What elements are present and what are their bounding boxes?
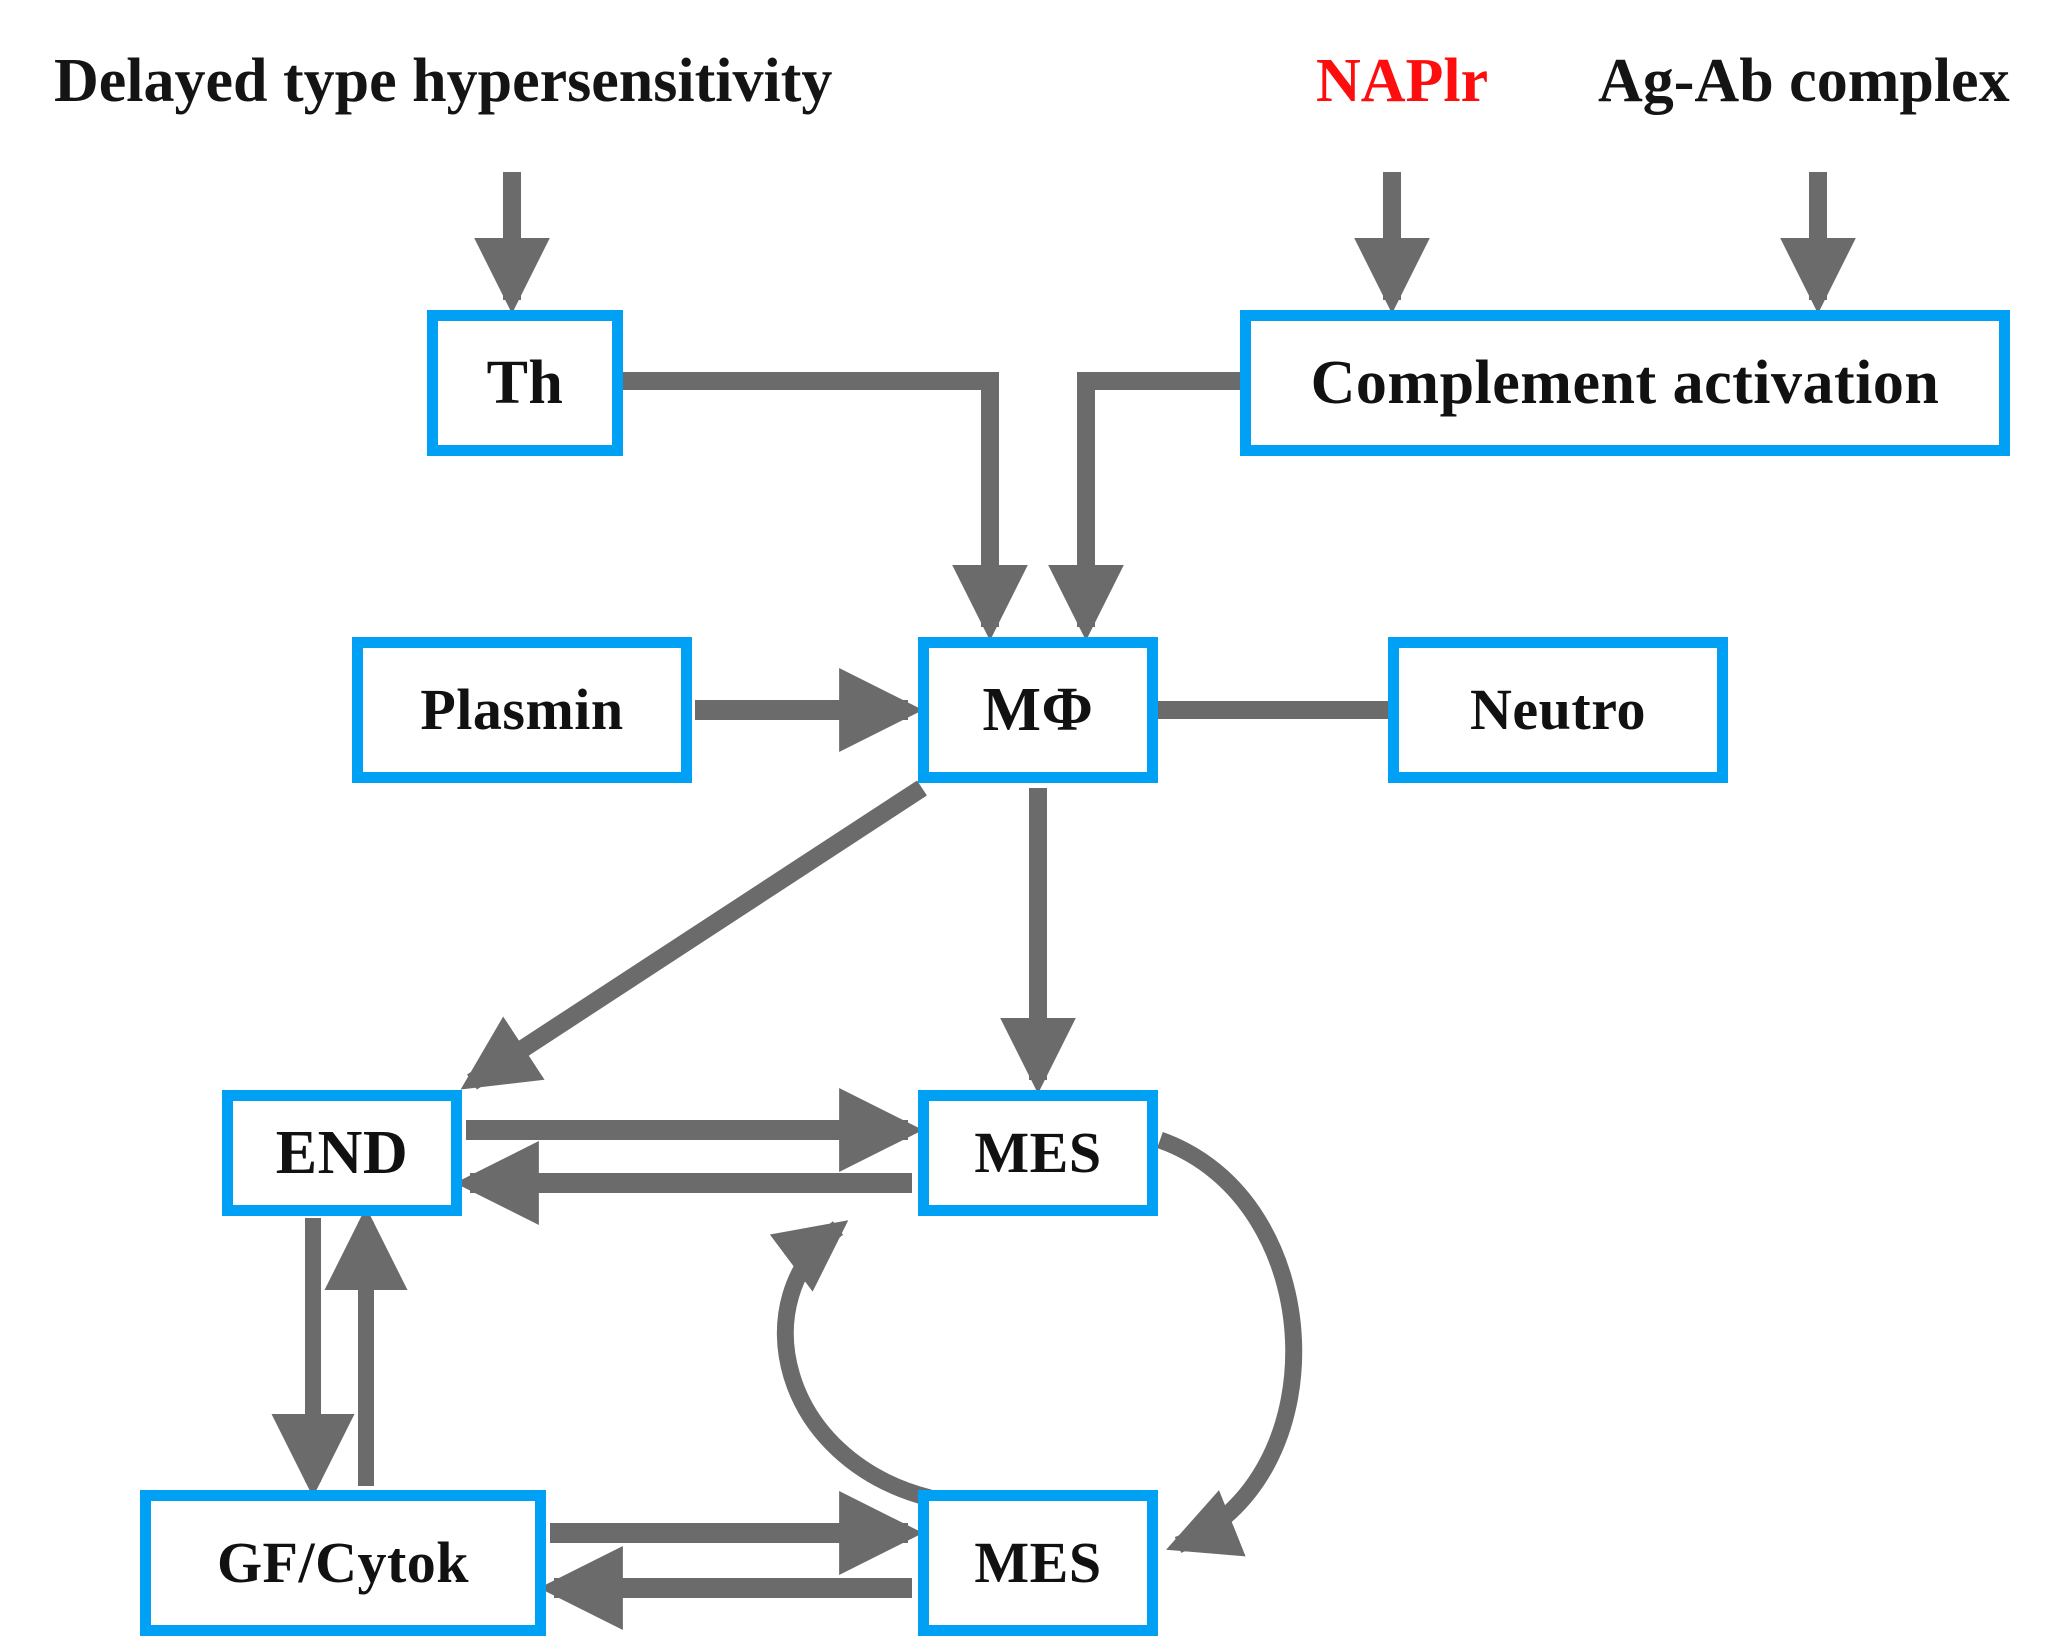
node-th[interactable]: Th <box>427 310 623 456</box>
edge-mes-top-to-mes-bottom <box>1157 1131 1303 1557</box>
label-ag-ab-complex: Ag-Ab complex <box>1598 47 2010 115</box>
edge-complement-to-mphi <box>1048 372 1240 641</box>
node-macrophage-label: MΦ <box>982 676 1094 744</box>
label-naplr: NAPlr <box>1316 47 1489 115</box>
node-gf-cytok-label: GF/Cytok <box>216 1530 470 1595</box>
node-plasmin[interactable]: Plasmin <box>352 637 692 783</box>
node-endothelial[interactable]: END <box>222 1090 462 1216</box>
node-neutrophil-label: Neutro <box>1470 677 1646 742</box>
node-complement-activation-label: Complement activation <box>1310 349 1940 417</box>
node-plasmin-label: Plasmin <box>420 677 624 742</box>
node-macrophage[interactable]: MΦ <box>918 637 1158 783</box>
node-mesangial-top-label: MES <box>974 1120 1102 1185</box>
node-mesangial-top[interactable]: MES <box>918 1090 1158 1216</box>
edge-mphi-to-end <box>460 780 927 1090</box>
edge-th-to-mphi <box>623 372 1028 641</box>
node-complement-activation[interactable]: Complement activation <box>1240 310 2010 456</box>
node-mesangial-bottom-label: MES <box>974 1530 1102 1595</box>
node-endothelial-label: END <box>275 1119 409 1187</box>
label-delayed-type-hypersensitivity: Delayed type hypersensitivity <box>54 47 833 115</box>
node-th-label: Th <box>486 349 564 417</box>
edge-mes-bottom-to-mes-top <box>769 1220 933 1507</box>
node-gf-cytok[interactable]: GF/Cytok <box>140 1490 546 1636</box>
node-neutrophil[interactable]: Neutro <box>1388 637 1728 783</box>
node-mesangial-bottom[interactable]: MES <box>918 1490 1158 1636</box>
